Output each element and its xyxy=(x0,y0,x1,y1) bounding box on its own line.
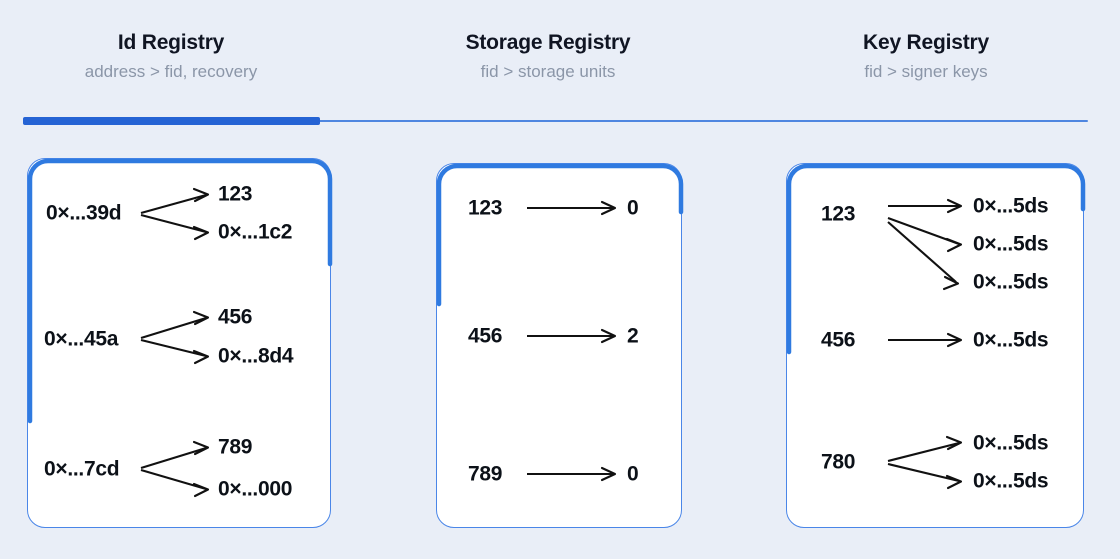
row-target: 0×...5ds xyxy=(973,270,1049,294)
column-subtitle: fid > signer keys xyxy=(864,62,988,81)
progress-rule xyxy=(23,117,1088,125)
row-target: 0×...5ds xyxy=(973,328,1049,352)
card-rows: 123 0 456 2 789 0 xyxy=(437,164,681,527)
row-source: 0×...45a xyxy=(44,327,119,351)
row-target: 0×...1c2 xyxy=(218,220,293,244)
column-header-id-registry: Id Registry address > fid, recovery xyxy=(23,30,319,83)
key-registry-card: 123 0×...5ds 0×...5ds 0×...5ds 456 0×...… xyxy=(786,163,1086,528)
column-header-key-registry: Key Registry fid > signer keys xyxy=(778,30,1074,83)
row-source: 456 xyxy=(821,328,856,352)
card-rows: 0×...39d 123 0×...1c2 0×...45a 456 0×...… xyxy=(28,159,330,527)
row-target: 456 xyxy=(218,305,253,329)
row-source: 780 xyxy=(821,450,856,474)
progress-fill xyxy=(23,117,320,125)
row-target: 0 xyxy=(627,196,639,220)
column-header-storage-registry: Storage Registry fid > storage units xyxy=(400,30,696,83)
row-target: 0×...8d4 xyxy=(218,344,294,368)
column-title: Key Registry xyxy=(863,31,989,54)
row-source: 0×...7cd xyxy=(44,457,120,481)
column-title: Id Registry xyxy=(117,31,225,54)
column-headers: Id Registry address > fid, recovery Stor… xyxy=(0,0,1120,108)
row-target: 0×...5ds xyxy=(973,469,1049,493)
id-registry-card: 0×...39d 123 0×...1c2 0×...45a 456 0×...… xyxy=(27,158,333,528)
row-target: 2 xyxy=(627,324,639,348)
row-source: 123 xyxy=(821,202,856,226)
row-target: 123 xyxy=(218,182,253,206)
row-source: 0×...39d xyxy=(46,201,122,225)
column-subtitle: address > fid, recovery xyxy=(84,62,258,81)
row-source: 123 xyxy=(468,196,503,220)
progress-track xyxy=(23,120,1088,122)
row-target: 0×...5ds xyxy=(973,431,1049,455)
column-subtitle: fid > storage units xyxy=(480,62,616,81)
row-source: 456 xyxy=(468,324,503,348)
row-target: 0 xyxy=(627,462,639,486)
row-target: 0×...5ds xyxy=(973,232,1049,256)
column-title: Storage Registry xyxy=(465,31,631,54)
storage-registry-card: 123 0 456 2 789 0 xyxy=(436,163,684,528)
row-target: 0×...5ds xyxy=(973,194,1049,218)
row-target: 789 xyxy=(218,435,253,459)
card-rows: 123 0×...5ds 0×...5ds 0×...5ds 456 0×...… xyxy=(787,164,1083,527)
row-source: 789 xyxy=(468,462,503,486)
row-target: 0×...000 xyxy=(218,477,293,501)
